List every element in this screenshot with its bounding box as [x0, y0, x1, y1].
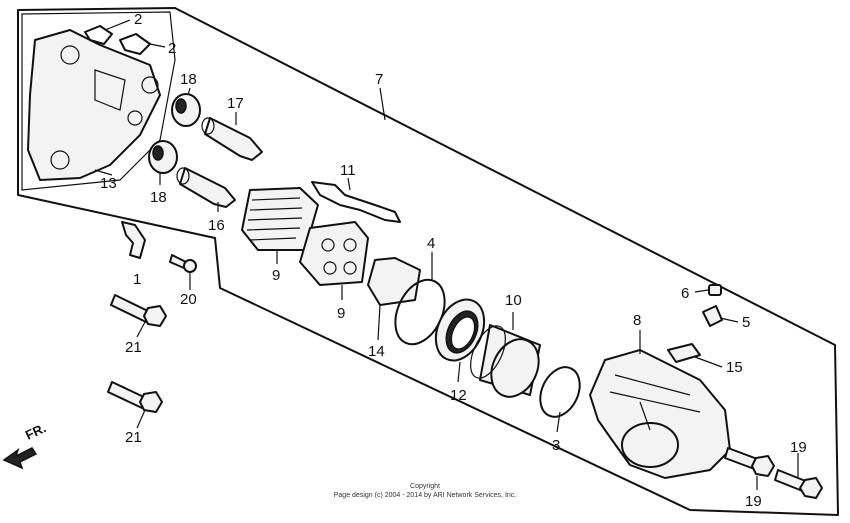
callout-7: 7: [375, 71, 383, 88]
front-direction-arrow: FR.: [2, 420, 48, 470]
piston-seal-ring: [539, 366, 581, 418]
pad-shim: [367, 257, 421, 306]
slide-pin-lower: [176, 167, 236, 208]
pad-spring-clip-lower: [119, 33, 151, 55]
callout-15: 15: [726, 359, 743, 376]
bleeder-valve: [702, 305, 723, 327]
slide-pin-upper: [201, 117, 263, 161]
callout-2a: 2: [134, 11, 142, 28]
callout-12: 12: [450, 387, 467, 404]
hose-clamp: [121, 221, 146, 259]
callout-labels: 1 2 2 3 4 5 6 7 8 9 9 10 11 12 13 14 15 …: [100, 11, 807, 510]
callout-5: 5: [742, 314, 750, 331]
caliper-body: [589, 349, 731, 479]
pin-plug: [667, 343, 701, 363]
caliper-bracket: [27, 29, 161, 181]
callout-17: 17: [227, 95, 244, 112]
bleeder-cap: [708, 284, 722, 296]
callout-10: 10: [505, 292, 522, 309]
copyright-line2: Page design (c) 2004 - 2014 by ARI Netwo…: [334, 492, 517, 499]
direction-label: FR.: [23, 420, 48, 442]
callout-16: 16: [208, 217, 225, 234]
bracket-group-outline: [21, 11, 176, 191]
copyright-line1: Copyright: [410, 483, 440, 490]
callout-2b: 2: [168, 40, 176, 57]
bracket-bolt-upper: [110, 294, 167, 327]
pad-spring-clip-upper: [84, 25, 113, 45]
callout-21b: 21: [125, 429, 142, 446]
caliper-mounting-bolt-right: [774, 469, 823, 499]
callout-14: 14: [368, 343, 385, 360]
leader-lines: [94, 19, 799, 490]
pin-boot-lower: [148, 140, 178, 174]
clamp-screw: [169, 254, 197, 273]
callout-18b: 18: [150, 189, 167, 206]
callout-6: 6: [681, 285, 689, 302]
callout-8: 8: [633, 312, 641, 329]
bracket-bolt-lower: [107, 381, 163, 413]
callout-4: 4: [427, 235, 435, 252]
piston-seal: [434, 298, 486, 362]
brake-pad-backing: [299, 221, 369, 286]
callout-1: 1: [133, 271, 141, 288]
assembly-outline: [17, 7, 839, 516]
callout-19a: 19: [790, 439, 807, 456]
callout-3: 3: [552, 437, 560, 454]
callout-21a: 21: [125, 339, 142, 356]
callout-9b: 9: [337, 305, 345, 322]
callout-18a: 18: [180, 71, 197, 88]
callout-13: 13: [100, 175, 117, 192]
callout-11: 11: [340, 162, 356, 179]
callout-9a: 9: [272, 267, 280, 284]
pad-spring: [311, 181, 401, 223]
caliper-mounting-bolt-left: [724, 447, 775, 477]
callout-19b: 19: [745, 493, 762, 510]
pin-boot-upper: [171, 93, 201, 127]
callout-20: 20: [180, 291, 197, 308]
caliper-piston: [470, 324, 541, 398]
